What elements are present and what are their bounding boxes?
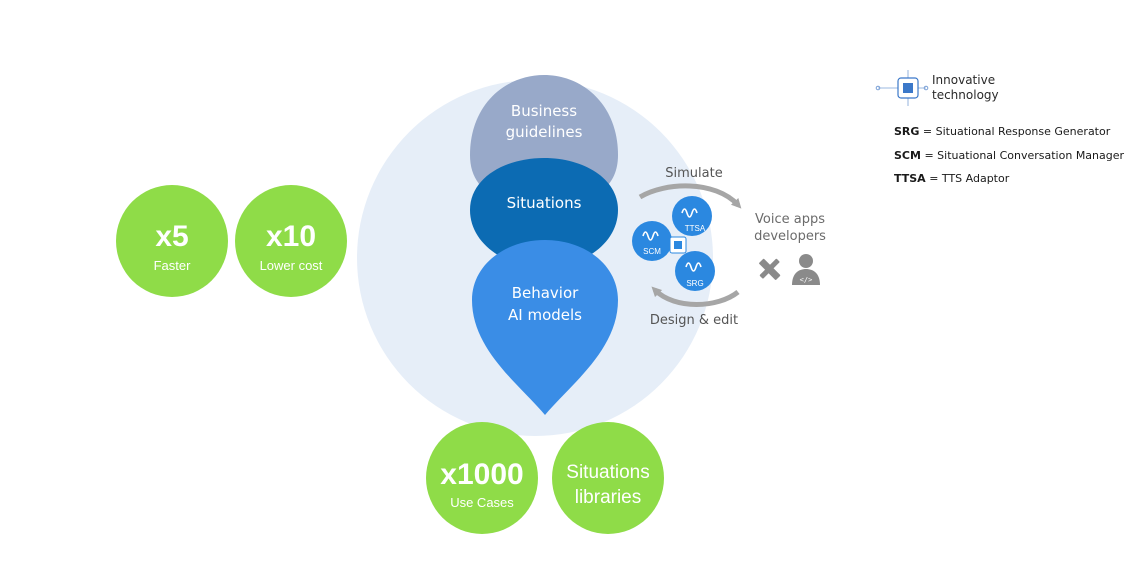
stat-cost-circle xyxy=(235,185,347,297)
layer-business-line1: Business xyxy=(511,102,577,120)
stat-libraries: Situations libraries xyxy=(552,422,664,534)
stat-use-cases-circle xyxy=(426,422,538,534)
node-ttsa-label: TTSA xyxy=(685,224,706,233)
node-srg-label: SRG xyxy=(686,279,703,288)
stat-use-cases: x1000 Use Cases xyxy=(426,422,538,534)
stat-use-cases-value: x1000 xyxy=(440,458,523,491)
design-arrow xyxy=(651,286,740,307)
chip-core xyxy=(903,83,913,93)
legend-abbr: SCM xyxy=(894,149,921,162)
stat-cost: x10 Lower cost xyxy=(235,185,347,297)
chip-icon xyxy=(875,70,929,106)
node-ttsa: TTSA xyxy=(672,196,712,236)
legend: Innovative technology SRG = Situational … xyxy=(872,66,1132,185)
developers-line1: Voice apps xyxy=(755,212,825,227)
design-label: Design & edit xyxy=(650,313,738,328)
node-scm-circle xyxy=(632,221,672,261)
node-srg: SRG xyxy=(675,251,715,291)
chip-node xyxy=(875,85,881,91)
legend-text: = Situational Conversation Manager xyxy=(920,149,1125,162)
legend-title-line2: technology xyxy=(932,88,999,102)
legend-item-ttsa: TTSA = TTS Adaptor xyxy=(894,172,1009,185)
pencil-shape xyxy=(759,258,780,279)
layer-behavior-line2: AI models xyxy=(508,306,582,324)
stat-cost-value: x10 xyxy=(266,220,316,253)
legend-text: = Situational Response Generator xyxy=(919,125,1111,138)
pencil-ruler-icon xyxy=(759,258,781,280)
layer-situations-label: Situations xyxy=(507,194,582,212)
stat-faster-label: Faster xyxy=(154,258,192,273)
user-body xyxy=(792,269,820,285)
developers-line2: developers xyxy=(754,229,826,244)
simulate-label: Simulate xyxy=(665,166,722,181)
simulate-arrow xyxy=(638,183,742,209)
legend-title: Innovative technology xyxy=(932,73,1022,103)
layer-business-line2: guidelines xyxy=(506,123,583,141)
legend-item-srg: SRG = Situational Response Generator xyxy=(894,125,1110,138)
wave-icon xyxy=(685,262,702,272)
stat-cost-label: Lower cost xyxy=(260,258,323,273)
stat-libraries-line2: libraries xyxy=(575,487,642,508)
stat-faster-value: x5 xyxy=(155,220,188,253)
stat-use-cases-label: Use Cases xyxy=(450,495,514,510)
legend-text: = TTS Adaptor xyxy=(925,172,1010,185)
layer-situations-shape xyxy=(470,158,618,268)
developer-user-icon: </> xyxy=(792,254,820,285)
layer-behavior-line1: Behavior xyxy=(512,284,579,302)
stat-libraries-circle xyxy=(552,422,664,534)
legend-header: Innovative technology xyxy=(872,66,1132,108)
layer-behavior-shape xyxy=(472,240,618,415)
node-scm-label: SCM xyxy=(643,247,661,256)
node-srg-circle xyxy=(675,251,715,291)
stat-libraries-line1: Situations xyxy=(566,462,649,483)
user-head xyxy=(799,254,813,268)
wave-icon xyxy=(642,231,659,241)
chip-node xyxy=(923,85,929,91)
code-brackets-icon: </> xyxy=(800,276,813,284)
chip-icon xyxy=(669,236,687,254)
legend-abbr: SRG xyxy=(894,125,920,138)
node-ttsa-circle xyxy=(672,196,712,236)
node-scm: SCM xyxy=(632,221,672,261)
stat-faster-circle xyxy=(116,185,228,297)
legend-abbr: TTSA xyxy=(894,172,926,185)
chip-core xyxy=(674,241,682,249)
stat-faster: x5 Faster xyxy=(116,185,228,297)
legend-item-scm: SCM = Situational Conversation Manager xyxy=(894,149,1124,162)
wave-icon xyxy=(681,208,698,218)
legend-title-line1: Innovative xyxy=(932,73,996,87)
